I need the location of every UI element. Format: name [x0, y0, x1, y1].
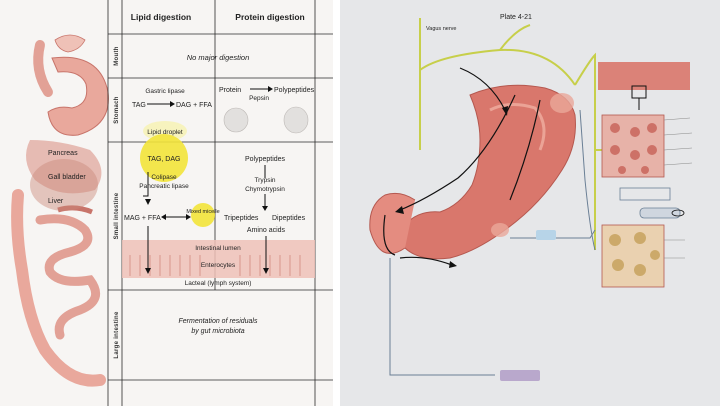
organ-label-pancreas: Pancreas [48, 150, 78, 157]
amino-acids-label: Amino acids [247, 227, 286, 234]
si-lipid-arrowhead [145, 199, 151, 205]
enterocyte-villi [129, 255, 301, 276]
pepsin-label: Pepsin [249, 95, 269, 102]
large-intestine-note-2: by gut microbiota [191, 328, 244, 335]
micelle-arrowhead-left [161, 214, 166, 220]
column-header-protein: Protein digestion [235, 12, 304, 22]
intestinal-wall-band [122, 240, 315, 278]
lipid-droplet-label: Lipid droplet [147, 129, 183, 136]
stomach-dag-ffa-label: DAG + FFA [176, 102, 212, 109]
gastrin-cell-box [536, 230, 556, 240]
panel-divider [333, 0, 340, 406]
stomach-plate-svg: Plate 4-21 Vagus nerve [369, 14, 693, 381]
si-lipid-arrow-path [143, 172, 149, 197]
lipid-absorption-arrowhead [145, 268, 151, 274]
si-mag-ffa-label: MAG + FFA [124, 215, 161, 222]
tag-dag-yellow-highlight [140, 134, 188, 182]
stomach-polypeptides-label: Polypeptides [274, 87, 315, 94]
si-protein-arrowhead [262, 206, 268, 211]
column-header-lipid: Lipid digestion [131, 12, 191, 22]
nerve-pathways [419, 18, 640, 250]
dipeptides-label: Dipeptides [272, 215, 306, 222]
si-polypeptides-label: Polypeptides [245, 156, 286, 163]
stomach-protein-label: Protein [219, 87, 241, 94]
table-grid [107, 0, 333, 406]
digestive-tract-illustration [11, 34, 109, 387]
digestion-table-svg: Pancreas Gall bladder Liver Lipid digest… [11, 0, 333, 406]
chymotrypsin-label: Chymotrypsin [245, 186, 285, 193]
stomach-protein-arrowhead [268, 86, 273, 92]
organ-label-liver: Liver [48, 198, 64, 205]
mouth-note: No major digestion [187, 53, 250, 62]
row-label-large-intestine: Large intestine [114, 311, 120, 359]
si-tag-dag-label: TAG, DAG [148, 156, 181, 163]
digestion-table-panel: Pancreas Gall bladder Liver Lipid digest… [0, 0, 333, 406]
tripeptides-label: Tripeptides [224, 215, 259, 222]
vagus-nerve-label: Vagus nerve [426, 26, 456, 32]
organ-label-gall-bladder: Gall bladder [48, 174, 86, 181]
large-intestine-note-1: Fermentation of residuals [179, 318, 258, 325]
mixed-micelle-label: Mixed micelle [186, 209, 219, 215]
enterocytes-label: Enterocytes [201, 262, 236, 269]
motility-arrows [383, 67, 541, 266]
motility-arrowheads [395, 106, 508, 268]
row-label-stomach: Stomach [114, 96, 120, 123]
blood-vessel-box [500, 370, 540, 381]
mixed-micelle-shape [191, 203, 215, 227]
plate-title: Plate 4-21 [500, 14, 532, 21]
lipid-droplet-shape [143, 121, 187, 141]
row-label-small-intestine: Small intestine [114, 192, 120, 239]
stomach-plate-panel: Plate 4-21 Vagus nerve [340, 0, 720, 406]
protein-absorption-arrowhead [263, 268, 269, 274]
inset-leader-lines [663, 117, 693, 259]
pancreatic-lipase-label: Pancreatic lipase [139, 183, 189, 190]
stomach-lipid-arrowhead [170, 101, 175, 107]
trypsin-label: Trypsin [254, 177, 275, 184]
lacteal-label: Lacteal (lymph system) [185, 280, 252, 287]
gastric-lipase-label: Gastric lipase [145, 88, 185, 95]
intestinal-lumen-label: Intestinal lumen [195, 245, 241, 252]
histology-insets [598, 62, 690, 288]
micelle-arrowhead-right [186, 214, 191, 220]
protein-structure-images [223, 106, 309, 134]
colipase-label: Colipase [151, 174, 177, 181]
row-label-mouth: Mouth [114, 46, 120, 66]
stomach-tag-label: TAG [132, 102, 146, 109]
